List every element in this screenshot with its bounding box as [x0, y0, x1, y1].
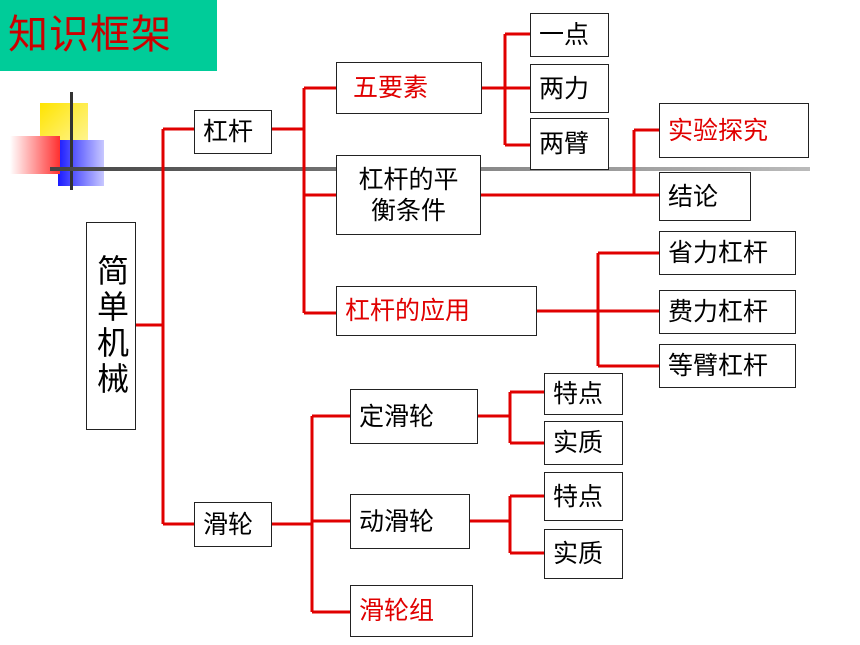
conclusion-node: 结论 — [659, 172, 751, 221]
five-elements-node: 五要素 — [336, 62, 482, 114]
balance-condition-node: 杠杆的平 衡条件 — [336, 155, 481, 235]
pulley-block-node: 滑轮组 — [350, 585, 473, 637]
movable-pulley-essence-node: 实质 — [544, 529, 623, 579]
experiment-node: 实验探究 — [659, 103, 809, 158]
fixed-pulley-node: 定滑轮 — [350, 389, 478, 444]
decorative-blue-square — [58, 140, 104, 186]
balance-condition-line2: 衡条件 — [370, 196, 446, 225]
lever-node: 杠杆 — [194, 110, 272, 154]
movable-pulley-feature-node: 特点 — [544, 472, 623, 521]
two-arms-node: 两臂 — [530, 118, 609, 170]
fixed-pulley-feature-node: 特点 — [544, 373, 623, 415]
fixed-pulley-essence-node: 实质 — [544, 421, 623, 465]
decorative-vertical-line — [70, 92, 73, 190]
labor-saving-lever-node: 省力杠杆 — [659, 231, 796, 275]
pulley-node: 滑轮 — [194, 502, 272, 547]
lever-application-node: 杠杆的应用 — [336, 286, 537, 336]
root-node: 简单机械 — [86, 222, 136, 430]
labor-costing-lever-node: 费力杠杆 — [659, 290, 796, 334]
one-point-node: 一点 — [530, 13, 609, 57]
movable-pulley-node: 动滑轮 — [350, 494, 470, 549]
balance-condition-line1: 杠杆的平 — [358, 164, 459, 194]
two-forces-node: 两力 — [530, 64, 609, 113]
equal-arm-lever-node: 等臂杠杆 — [659, 344, 796, 388]
slide-title: 知识框架 — [0, 0, 217, 71]
